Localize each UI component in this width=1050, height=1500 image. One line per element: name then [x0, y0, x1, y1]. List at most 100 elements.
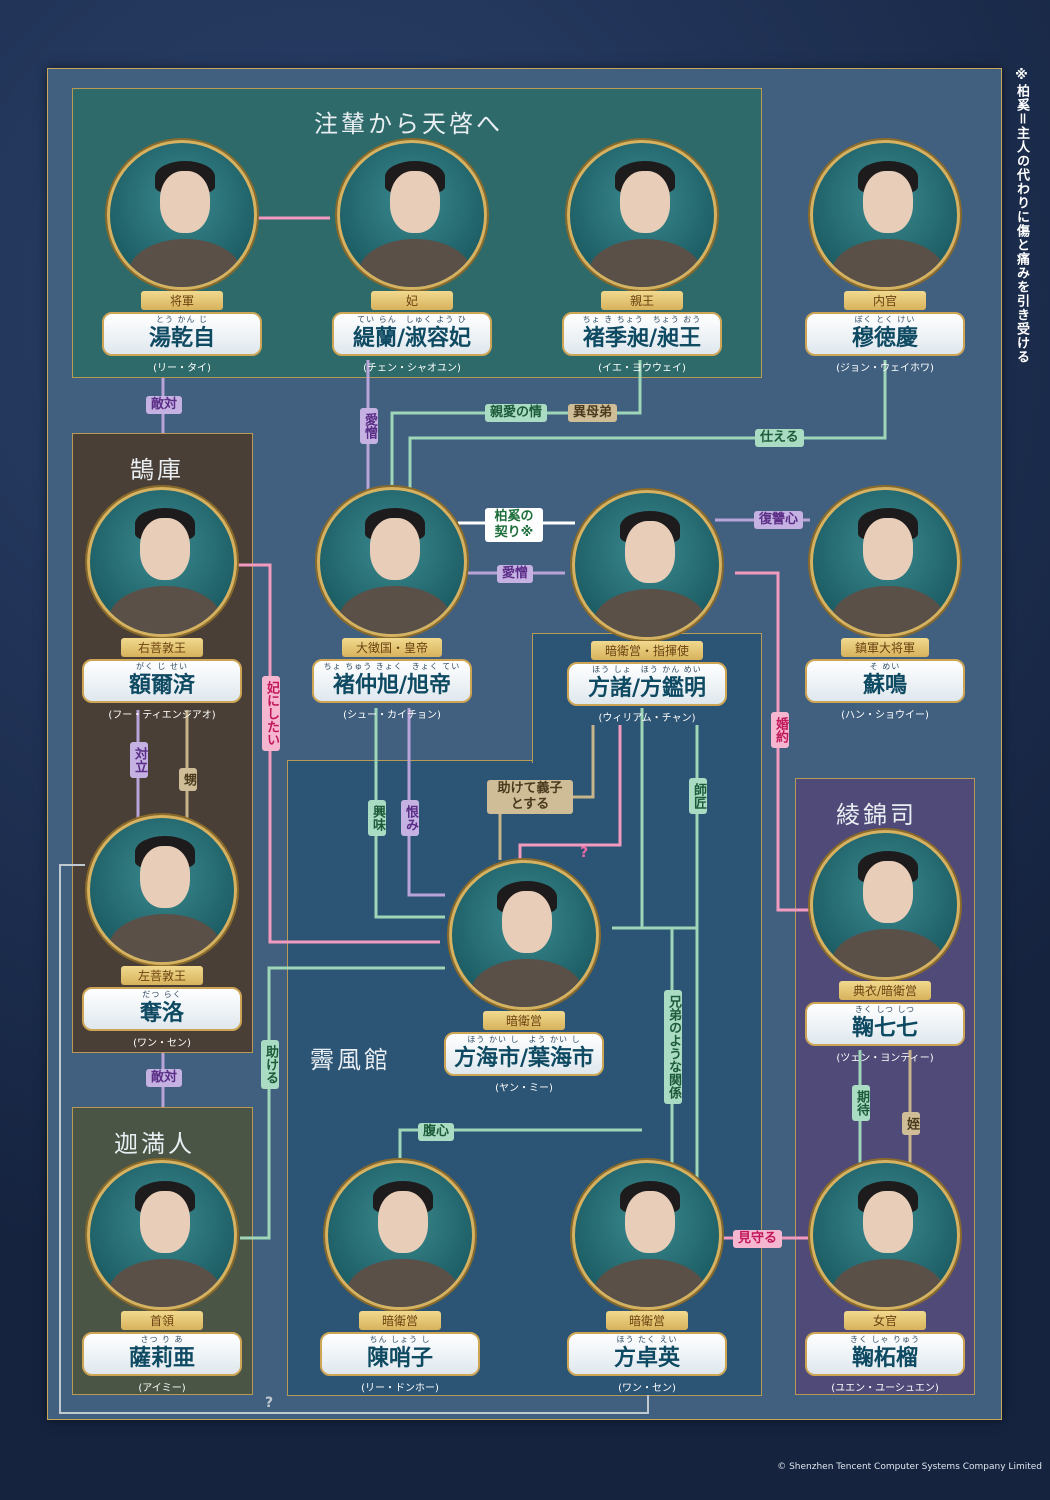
character-name: 陳哨子	[366, 1345, 433, 1371]
copyright: © Shenzhen Tencent Computer Systems Comp…	[777, 1462, 1042, 1472]
character-card: 右菩敦王 がく じ せい額爾済 (フー・ティエンジアオ)	[72, 487, 252, 721]
relation-label: 愛憎	[497, 565, 534, 583]
character-card: 妃 てい らん しゅく よう ひ緹蘭/淑容妃 (チェン・シャオユン)	[322, 140, 502, 374]
relation-label: 見守る	[733, 1230, 783, 1248]
name-ruby: とう かん じ	[155, 315, 209, 324]
relation-label: 仕える	[755, 429, 804, 447]
character-portrait	[87, 1160, 237, 1310]
group-title-kaman: 迦満人	[114, 1130, 195, 1158]
name-ruby: ちょ き ちょう ちょう おう	[582, 315, 702, 324]
name-ruby: ほう たく えい	[616, 1335, 678, 1344]
character-name: 穆徳慶	[851, 325, 918, 351]
character-portrait	[572, 490, 722, 640]
name-ruby: だつ らく	[142, 990, 182, 999]
relation-label: 恨み	[401, 800, 419, 836]
character-card: 首領 さつ り あ薩莉亜 (アイミー)	[72, 1160, 252, 1394]
character-name: 褚季昶/昶王	[582, 325, 702, 351]
character-role: 大徴国・皇帝	[341, 638, 442, 657]
character-role: 首領	[121, 1311, 203, 1330]
relation-label: 妃にしたい	[262, 676, 280, 751]
actor-name: (リー・ドンホー)	[361, 1383, 439, 1394]
name-plate: ほう しょ ほう かん めい方諸/方鑑明	[567, 662, 727, 706]
character-portrait	[87, 815, 237, 965]
character-card: 左菩敦王 だつ らく奪洛 (ワン・セン)	[72, 815, 252, 1049]
relation-label: 姪	[902, 1112, 920, 1135]
name-ruby: そ めい	[869, 662, 901, 671]
name-ruby: ぼく とく けい	[854, 315, 916, 324]
actor-name: (チェン・シャオユン)	[363, 363, 461, 374]
actor-name: (リー・タイ)	[153, 363, 211, 374]
actor-name: (ツェン・ヨンティー)	[836, 1053, 934, 1064]
actor-name: (ウィリアム・チャン)	[598, 713, 696, 724]
name-ruby: ほう かい し よう かい し	[467, 1035, 581, 1044]
relation-label: 兄弟のような関係	[664, 990, 682, 1104]
relation-label: 助けて義子とする	[487, 780, 573, 814]
character-card: 内官 ぼく とく けい穆徳慶 (ジョン・ウェイホワ)	[795, 140, 975, 374]
actor-name: (イエ・ヨウウェイ)	[598, 363, 686, 374]
name-plate: てい らん しゅく よう ひ緹蘭/淑容妃	[332, 312, 492, 356]
character-role: 暗衛営・指揮使	[590, 641, 703, 660]
actor-name: (ワン・セン)	[618, 1383, 676, 1394]
character-name: 褚仲旭/旭帝	[332, 672, 452, 698]
character-role: 暗衛営	[359, 1311, 441, 1330]
character-card: 暗衛営 ほう かい し よう かい し方海市/葉海市 (ヤン・ミー)	[434, 860, 614, 1094]
name-plate: ぼく とく けい穆徳慶	[805, 312, 965, 356]
actor-name: (フー・ティエンジアオ)	[108, 710, 216, 721]
character-role: 暗衛営	[606, 1311, 688, 1330]
character-portrait	[810, 1160, 960, 1310]
relation-label: 愛憎	[360, 408, 378, 444]
character-portrait	[337, 140, 487, 290]
name-plate: そ めい蘇鳴	[805, 659, 965, 703]
name-plate: ほう たく えい方卓英	[567, 1332, 727, 1376]
name-ruby: きく しつ しつ	[854, 1005, 916, 1014]
name-ruby: がく じ せい	[135, 662, 189, 671]
name-plate: さつ り あ薩莉亜	[82, 1332, 242, 1376]
character-role: 右菩敦王	[121, 638, 203, 657]
character-role: 鎮軍大将軍	[840, 638, 929, 657]
actor-name: (シュー・カイチョン)	[343, 710, 441, 721]
character-name: 奪洛	[139, 1000, 184, 1026]
relation-label: 甥	[179, 768, 197, 791]
relation-label: 期待	[852, 1085, 870, 1121]
character-name: 方卓英	[613, 1345, 680, 1371]
character-card: 将軍 とう かん じ湯乾自 (リー・タイ)	[92, 140, 272, 374]
question-mark: ?	[580, 845, 589, 861]
name-ruby: さつ り あ	[140, 1335, 184, 1344]
relation-label: 復讐心	[754, 511, 804, 529]
relation-label: 腹心	[418, 1123, 455, 1141]
character-role: 親王	[601, 291, 683, 310]
group-title-zhunian: 注輦から天啓へ	[314, 110, 503, 138]
character-name: 湯乾自	[148, 325, 215, 351]
relation-label: 敵対	[146, 1069, 183, 1087]
character-portrait	[449, 860, 599, 1010]
actor-name: (ジョン・ウェイホワ)	[836, 363, 934, 374]
character-name: 緹蘭/淑容妃	[352, 325, 472, 351]
relation-label: 助ける	[261, 1040, 279, 1089]
character-name: 方諸/方鑑明	[587, 675, 707, 701]
actor-name: (ヤン・ミー)	[495, 1083, 553, 1094]
relation-label: 異母弟	[568, 404, 618, 422]
character-portrait	[87, 487, 237, 637]
character-portrait	[317, 487, 467, 637]
character-portrait	[567, 140, 717, 290]
name-plate: ちょ ちゅう きょく きょく てい褚仲旭/旭帝	[312, 659, 472, 703]
character-role: 女官	[844, 1311, 926, 1330]
character-card: 暗衛営・指揮使 ほう しょ ほう かん めい方諸/方鑑明 (ウィリアム・チャン)	[557, 490, 737, 724]
actor-name: (ハン・ショウイー)	[841, 710, 929, 721]
character-role: 将軍	[141, 291, 223, 310]
name-ruby: きく しゃ りゅう	[849, 1335, 921, 1344]
character-name: 方海市/葉海市	[453, 1045, 595, 1071]
character-role: 暗衛営	[483, 1011, 565, 1030]
relation-label: 柏奚の契り※	[485, 508, 543, 542]
line-fangzhu-haishi	[518, 725, 622, 862]
character-name: 鞠柘榴	[851, 1345, 918, 1371]
character-portrait	[107, 140, 257, 290]
name-ruby: ちょ ちゅう きょく きょく てい	[323, 662, 461, 671]
character-role: 妃	[371, 291, 453, 310]
line-ersi-haishi	[236, 563, 440, 944]
question-mark: ?	[265, 1395, 274, 1411]
character-card: 暗衛営 ほう たく えい方卓英 (ワン・セン)	[557, 1160, 737, 1394]
group-title-seifuu: 霽風館	[310, 1046, 391, 1074]
name-plate: がく じ せい額爾済	[82, 659, 242, 703]
character-card: 親王 ちょ き ちょう ちょう おう褚季昶/昶王 (イエ・ヨウウェイ)	[552, 140, 732, 374]
